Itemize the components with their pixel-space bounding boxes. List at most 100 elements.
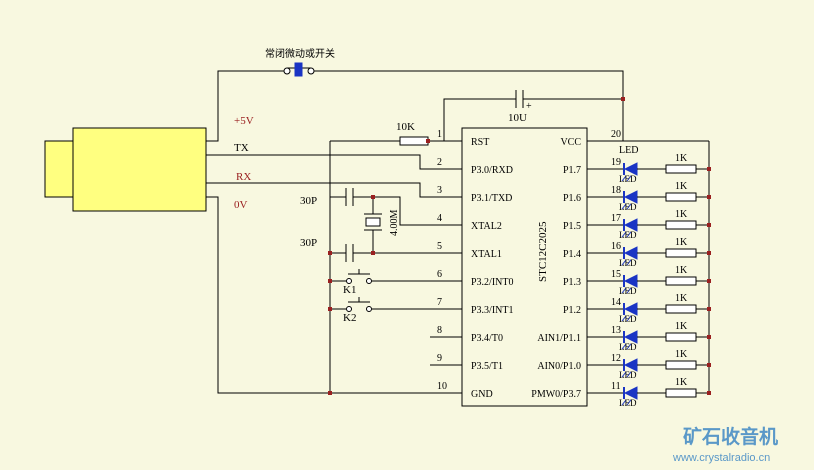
cap-xtal2-label: 30P — [300, 195, 317, 207]
led-row: LED 1K — [587, 321, 711, 352]
chip-pin-label: P1.3 — [563, 277, 581, 288]
watermark-title: 矿石收音机 — [683, 425, 778, 448]
chip-pin-label: P1.4 — [563, 249, 581, 260]
led-row: LED 1K — [587, 349, 711, 380]
resistor-1k — [665, 164, 697, 174]
junction-dot — [707, 195, 711, 199]
pin-label-0v: 0V — [234, 199, 248, 211]
led-label: LED — [619, 342, 637, 352]
led-label: LED — [619, 174, 637, 184]
chip-pin-number: 14 — [611, 297, 621, 308]
led-row: LED 1K — [587, 237, 711, 268]
chip-pin-number: 2 — [437, 157, 442, 168]
chip-pin-label: P3.2/INT0 — [471, 277, 514, 288]
reset-resistor: 10K — [330, 121, 462, 146]
led-label: LED — [619, 202, 637, 212]
chip-pin-label: AIN0/P1.0 — [537, 361, 581, 372]
pin-label-rx: RX — [236, 171, 251, 183]
serial-wires — [206, 154, 462, 198]
resistor-1k — [665, 360, 697, 370]
crystal-label: 4.00M — [389, 210, 400, 237]
chip-pin-number: 4 — [437, 213, 442, 224]
chip-pin-number: 3 — [437, 185, 442, 196]
reset-capacitor-label: 10U — [508, 112, 527, 124]
junction-dot — [707, 279, 711, 283]
junction-dot — [707, 251, 711, 255]
chip-pin-label: P3.5/T1 — [471, 361, 503, 372]
led-label: LED — [619, 398, 637, 408]
resistor-1k — [665, 304, 697, 314]
led-header-label: LED — [619, 145, 638, 156]
chip-pin-number: 6 — [437, 269, 442, 280]
chip-pin-label: PMW0/P3.7 — [531, 389, 581, 400]
resistor-label: 1K — [675, 293, 688, 304]
chip-pin-number: 16 — [611, 241, 621, 252]
resistor-label: 1K — [675, 349, 688, 360]
led-label: LED — [619, 230, 637, 240]
power-switch: 常闭微动或开关 — [265, 47, 335, 77]
junction-dot — [707, 167, 711, 171]
chip-pin-number: 9 — [437, 353, 442, 364]
key1-label: K1 — [343, 284, 356, 296]
watermark: 矿石收音机 www.crystalradio.cn — [672, 425, 778, 464]
resistor-1k — [665, 220, 697, 230]
connector-pin-labels: +5V TX RX 0V — [234, 115, 254, 211]
mcu-chip: STC12C2025 — [461, 127, 588, 407]
resistor-1k — [665, 248, 697, 258]
pin-label-5v: +5V — [234, 115, 254, 127]
unused-pin-stubs — [430, 336, 462, 366]
chip-pin-number: 8 — [437, 325, 442, 336]
chip-pin-label: P1.6 — [563, 193, 581, 204]
chip-pin-number: 10 — [437, 381, 447, 392]
resistor-label: 1K — [675, 153, 688, 164]
led-row: LED 1K — [587, 293, 711, 324]
resistor-1k — [665, 192, 697, 202]
oscillator: 30P 30P 4.00M — [300, 188, 462, 262]
junction-dot — [707, 363, 711, 367]
usb-connector — [44, 127, 207, 212]
junctions — [328, 97, 625, 395]
resistor-label: 1K — [675, 181, 688, 192]
chip-pin-label: P1.5 — [563, 221, 581, 232]
junction-dot — [707, 307, 711, 311]
reset-capacitor: + 10U — [508, 90, 532, 124]
chip-pin-number: 17 — [611, 213, 621, 224]
chip-pin-label: XTAL2 — [471, 221, 502, 232]
led-resistor-array: LED1KLED1KLED1KLED1KLED1KLED1KLED1KLED1K… — [587, 153, 711, 408]
resistor-label: 1K — [675, 209, 688, 220]
junction-dot — [707, 391, 711, 395]
resistor-label: 1K — [675, 237, 688, 248]
chip-left-pins: 1RST2P3.0/RXD3P3.1/TXD4XTAL25XTAL16P3.2/… — [437, 129, 514, 400]
chip-pin-number: 15 — [611, 269, 621, 280]
cap-plus-sign: + — [526, 101, 532, 112]
chip-pin-number: 12 — [611, 353, 621, 364]
chip-pin-label: P3.3/INT1 — [471, 305, 514, 316]
led-row: LED 1K — [587, 181, 711, 212]
push-buttons: K1 K2 — [330, 269, 462, 324]
led-label: LED — [619, 370, 637, 380]
resistor-1k — [665, 332, 697, 342]
led-icon — [621, 386, 638, 406]
chip-right-pins: 20VCC19P1.718P1.617P1.516P1.415P1.314P1.… — [531, 129, 621, 400]
chip-pin-label: P3.1/TXD — [471, 193, 512, 204]
chip-part-number: STC12C2025 — [537, 221, 549, 282]
led-label: LED — [619, 314, 637, 324]
chip-pin-label: GND — [471, 389, 493, 400]
chip-pin-number: 5 — [437, 241, 442, 252]
chip-pin-label: RST — [471, 137, 489, 148]
chip-pin-label: P3.4/T0 — [471, 333, 503, 344]
resistor-label: 1K — [675, 321, 688, 332]
led-label: LED — [619, 286, 637, 296]
chip-pin-number: 7 — [437, 297, 442, 308]
cap-xtal1-label: 30P — [300, 237, 317, 249]
chip-pin-number: 13 — [611, 325, 621, 336]
led-label: LED — [619, 258, 637, 268]
chip-pin-number: 18 — [611, 185, 621, 196]
led-row: LED 1K — [587, 209, 711, 240]
key2-label: K2 — [343, 312, 356, 324]
chip-pin-number: 19 — [611, 157, 621, 168]
chip-pin-label: VCC — [560, 137, 581, 148]
